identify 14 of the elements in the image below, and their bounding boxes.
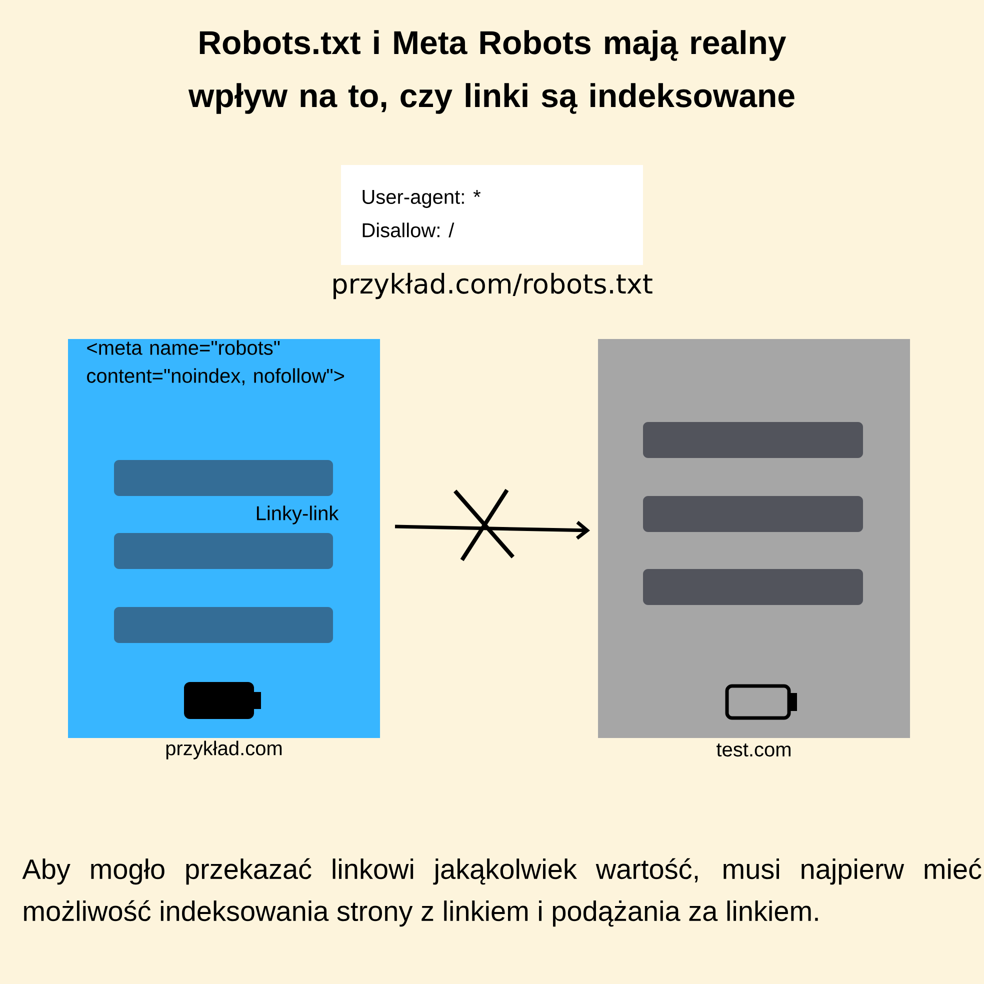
content-bar xyxy=(114,533,333,569)
caption-text: przykład.com/robots.txt xyxy=(334,272,652,300)
caption: Aby mogło przekazać linkowi jakąkolwiek wartość, musi najpierw mieć możliwość indeksowania strony z linkiem i podążania za linkiem. xyxy=(22,858,982,927)
content-bar xyxy=(643,569,864,605)
code-box: User-agent: * Disallow: / xyxy=(341,165,643,265)
content-bar xyxy=(114,607,333,643)
content-bar xyxy=(643,496,864,532)
caption-text: test.com xyxy=(716,743,790,757)
content-bar xyxy=(114,460,333,496)
link-label: Linky-link xyxy=(256,506,339,524)
arrow xyxy=(394,520,590,540)
caption-text: przykład.com xyxy=(166,740,282,760)
title: Robots.txt i Meta Robots mają realny wpływ na to, czy linki są indeksowane xyxy=(188,30,794,114)
content-bar xyxy=(643,422,864,458)
